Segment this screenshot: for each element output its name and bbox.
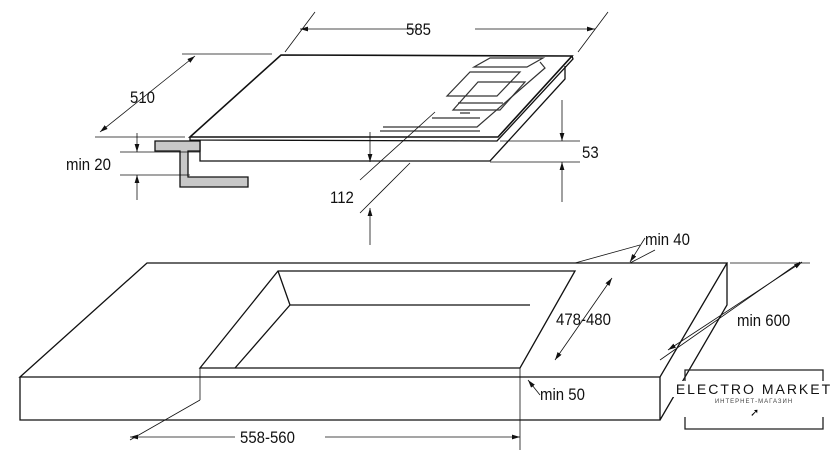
logo-subtitle: ИНТЕРНЕТ-МАГАЗИН xyxy=(714,399,794,405)
hob xyxy=(187,54,574,162)
logo-title: ELECTRO MARKET xyxy=(670,381,838,397)
electro-market-logo: ELECTRO MARKET ИНТЕРНЕТ-МАГАЗИН ➚ xyxy=(670,369,838,431)
cutout-depth-label: 478-480 xyxy=(556,310,611,329)
min-worktop-depth-label: min 600 xyxy=(737,311,791,330)
hob-depth-label: 510 xyxy=(130,88,155,107)
worktop xyxy=(18,262,729,421)
cursor-icon: ➚ xyxy=(750,407,760,419)
burner-grates xyxy=(380,57,546,132)
bracket xyxy=(154,140,249,188)
clearance-112-label: 112 xyxy=(330,188,354,207)
min-front-label: min 50 xyxy=(540,385,585,404)
height-53-label: 53 xyxy=(582,143,599,162)
min-rear-label: min 40 xyxy=(645,230,690,249)
hob-width-label: 585 xyxy=(406,20,431,39)
min-thickness-label: min 20 xyxy=(66,155,111,174)
cutout-width-label: 558-560 xyxy=(240,428,295,447)
